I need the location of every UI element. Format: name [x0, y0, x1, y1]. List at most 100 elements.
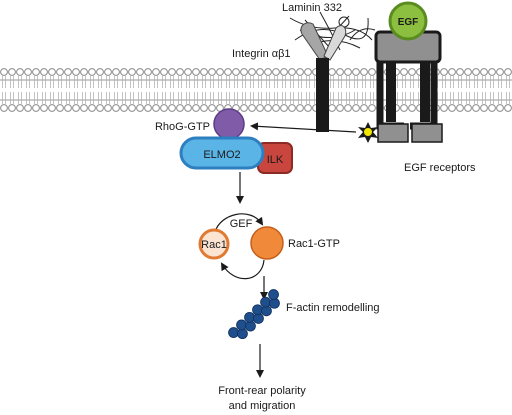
egf-ligand: EGF	[388, 1, 428, 41]
elmo2-node	[179, 136, 265, 170]
lipid-head	[152, 104, 160, 112]
laminin-label: Laminin 332	[282, 2, 342, 14]
lipid-head	[328, 104, 336, 112]
actin-monomer	[236, 319, 247, 331]
lipid-head	[304, 104, 312, 112]
rac1-node	[198, 228, 230, 260]
lipid-head	[240, 104, 248, 112]
lipid-head	[288, 68, 296, 76]
actin-monomer	[244, 311, 255, 323]
lipid-head	[48, 68, 56, 76]
lipid-head	[296, 68, 304, 76]
rhog-gtp-label: RhoG-GTP	[155, 121, 210, 133]
lipid-head	[168, 104, 176, 112]
lipid-head	[88, 104, 96, 112]
lipid-head	[112, 68, 120, 76]
lipid-head	[456, 104, 464, 112]
rhog-gtp-node	[213, 108, 245, 140]
lipid-head	[264, 68, 272, 76]
lipid-head	[136, 68, 144, 76]
lipid-head	[504, 68, 512, 76]
lipid-head	[488, 104, 496, 112]
lipid-head	[400, 104, 408, 112]
egf-label: EGF	[398, 17, 419, 28]
f-actin-label: F-actin remodelling	[286, 302, 380, 314]
lipid-head	[32, 104, 40, 112]
lipid-head	[136, 104, 144, 112]
arrow-to-rhog	[250, 122, 357, 133]
lipid-head	[472, 68, 480, 76]
lipid-head	[16, 68, 24, 76]
lipid-head	[440, 104, 448, 112]
lipid-head	[200, 68, 208, 76]
lipid-head	[240, 68, 248, 76]
actin-monomer	[228, 327, 239, 338]
activation-star-icon	[358, 122, 378, 143]
lipid-head	[56, 104, 64, 112]
lipid-head	[480, 104, 488, 112]
lipid-head	[16, 104, 24, 112]
lipid-head	[504, 104, 512, 112]
lipid-head	[296, 104, 304, 112]
lipid-head	[24, 68, 32, 76]
lipid-head	[80, 68, 88, 76]
lipid-head	[64, 68, 72, 76]
lipid-head	[56, 68, 64, 76]
lipid-head	[288, 104, 296, 112]
rac1-gtp-node	[250, 226, 284, 260]
lipid-head	[216, 68, 224, 76]
lipid-head	[96, 104, 104, 112]
lipid-head	[256, 68, 264, 76]
rac1-label: Rac1	[201, 239, 227, 251]
lipid-head	[160, 68, 168, 76]
lipid-head	[32, 68, 40, 76]
lipid-head	[152, 68, 160, 76]
lipid-head	[360, 104, 368, 112]
lipid-head	[8, 68, 16, 76]
lipid-head	[208, 104, 216, 112]
lipid-head	[80, 104, 88, 112]
lipid-head	[304, 68, 312, 76]
lipid-head	[440, 68, 448, 76]
lipid-head	[40, 68, 48, 76]
lipid-head	[464, 68, 472, 76]
lipid-head	[264, 104, 272, 112]
lipid-head	[104, 104, 112, 112]
gef-label: GEF	[230, 218, 253, 230]
lipid-head	[184, 68, 192, 76]
outcome-label-line2: and migration	[229, 400, 296, 412]
integrin-receptor	[300, 22, 347, 132]
gef-activation-arrow	[214, 213, 264, 233]
lipid-head	[96, 68, 104, 76]
lipid-head	[128, 68, 136, 76]
lipid-head	[496, 104, 504, 112]
lipid-head	[176, 68, 184, 76]
lipid-head	[352, 104, 360, 112]
lipid-head	[272, 104, 280, 112]
lipid-head	[120, 68, 128, 76]
lipid-head	[488, 68, 496, 76]
elmo2-label: ELMO2	[203, 149, 240, 161]
lipid-head	[192, 104, 200, 112]
lipid-head	[8, 104, 16, 112]
lipid-head	[272, 68, 280, 76]
lipid-head	[48, 104, 56, 112]
lipid-head	[88, 68, 96, 76]
lipid-head	[352, 68, 360, 76]
lipid-head	[208, 68, 216, 76]
lipid-head	[160, 104, 168, 112]
egf-receptors-label: EGF receptors	[404, 162, 476, 174]
integrin-label: Integrin αβ1	[232, 48, 291, 60]
lipid-head	[496, 68, 504, 76]
lipid-head	[72, 68, 80, 76]
lipid-head	[248, 104, 256, 112]
lipid-head	[408, 104, 416, 112]
lipid-head	[464, 104, 472, 112]
lipid-head	[0, 68, 8, 76]
lipid-head	[360, 68, 368, 76]
lipid-head	[200, 104, 208, 112]
lipid-head	[224, 68, 232, 76]
lipid-head	[400, 68, 408, 76]
lipid-head	[120, 104, 128, 112]
